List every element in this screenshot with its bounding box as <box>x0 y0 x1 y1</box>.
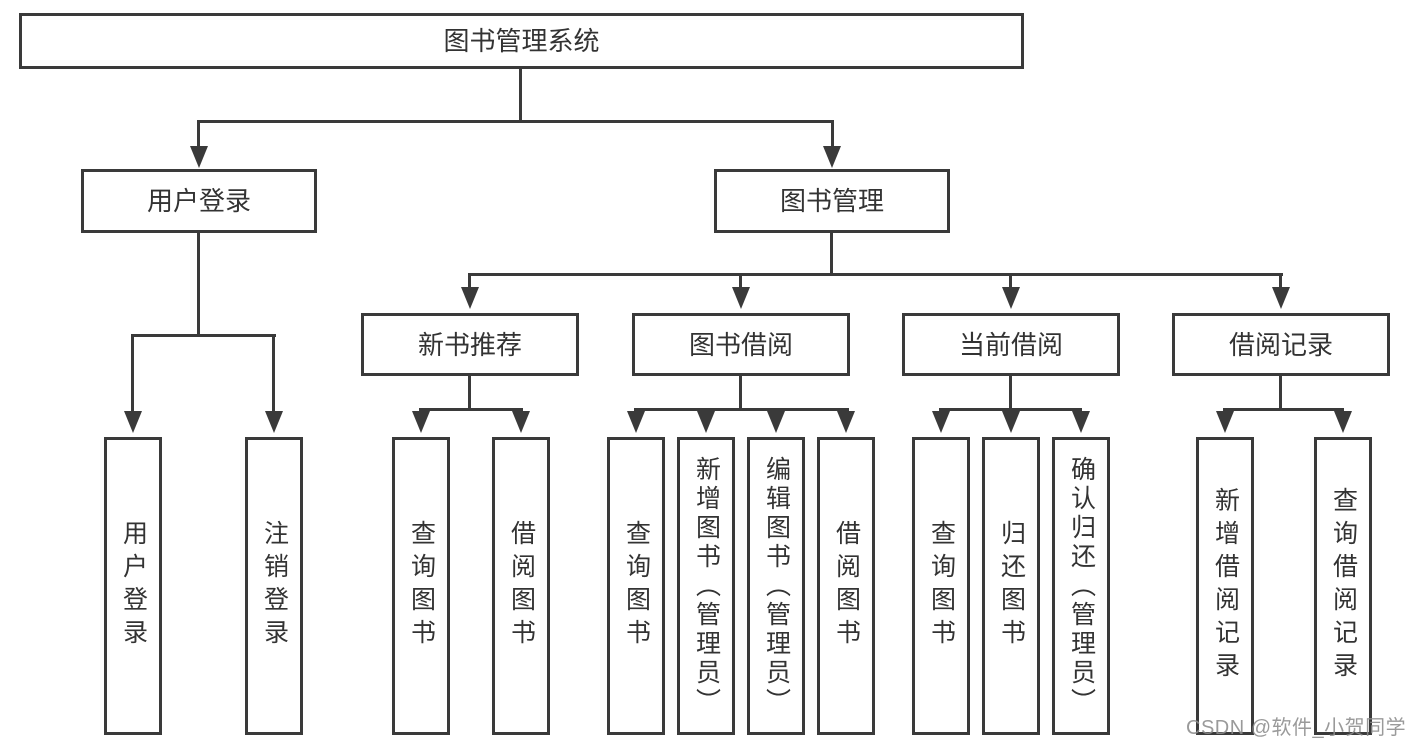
arrow-down-icon <box>265 411 283 433</box>
leaf-borrow-books-borrowing: 借阅图书 <box>817 437 875 735</box>
connector-line <box>131 334 134 413</box>
arrow-down-icon <box>1002 287 1020 309</box>
arrow-down-icon <box>732 287 750 309</box>
leaf-label: 查询图书 <box>927 520 956 652</box>
connector-line <box>468 376 471 408</box>
leaf-borrow-books-recommend: 借阅图书 <box>492 437 550 735</box>
leaf-label: 查询图书 <box>407 520 436 652</box>
arrow-down-icon <box>412 411 430 433</box>
connector-line <box>519 69 522 120</box>
arrow-down-icon <box>1272 287 1290 309</box>
node-current-borrowing: 当前借阅 <box>902 313 1120 376</box>
arrow-down-icon <box>1002 411 1020 433</box>
connector-line <box>197 233 200 334</box>
arrow-down-icon <box>124 411 142 433</box>
node-label: 用户登录 <box>146 186 251 216</box>
connector-line <box>468 273 1283 276</box>
leaf-query-borrow-record: 查询借阅记录 <box>1314 437 1372 735</box>
node-book-borrowing: 图书借阅 <box>632 313 850 376</box>
connector-line <box>1223 408 1344 411</box>
node-label: 借阅记录 <box>1228 329 1333 360</box>
arrow-down-icon <box>697 411 715 433</box>
node-label: 新书推荐 <box>417 329 522 360</box>
leaf-confirm-return-admin: 确认归还（管理员） <box>1052 437 1110 735</box>
leaf-label: 注销登录 <box>260 520 289 652</box>
connector-line <box>131 334 276 337</box>
arrow-down-icon <box>1072 411 1090 433</box>
connector-line <box>197 120 200 148</box>
csdn-watermark: CSDN @软件_小贺同学 <box>1186 717 1405 739</box>
arrow-down-icon <box>823 146 841 168</box>
leaf-add-borrow-record: 新增借阅记录 <box>1196 437 1254 735</box>
leaf-label: 查询图书 <box>622 520 651 652</box>
connector-line <box>739 273 742 288</box>
arrow-down-icon <box>461 287 479 309</box>
leaf-label: 新增借阅记录 <box>1211 487 1240 685</box>
leaf-edit-book-admin: 编辑图书（管理员） <box>747 437 805 735</box>
arrow-down-icon <box>512 411 530 433</box>
leaf-query-books-current: 查询图书 <box>912 437 970 735</box>
node-user-login: 用户登录 <box>81 169 317 233</box>
arrow-down-icon <box>1334 411 1352 433</box>
leaf-label: 编辑图书（管理员） <box>762 455 791 717</box>
arrow-down-icon <box>627 411 645 433</box>
arrow-down-icon <box>190 146 208 168</box>
node-library-management-system: 图书管理系统 <box>19 13 1024 69</box>
leaf-label: 借阅图书 <box>507 520 536 652</box>
leaf-logout: 注销登录 <box>245 437 303 735</box>
connector-line <box>830 233 833 273</box>
node-new-book-recommendation: 新书推荐 <box>361 313 579 376</box>
connector-line <box>634 408 849 411</box>
node-book-management: 图书管理 <box>714 169 950 233</box>
leaf-return-books: 归还图书 <box>982 437 1040 735</box>
node-label: 图书借阅 <box>688 329 793 360</box>
connector-line <box>831 120 834 148</box>
arrow-down-icon <box>932 411 950 433</box>
connector-line <box>1009 376 1012 408</box>
leaf-user-login: 用户登录 <box>104 437 162 735</box>
node-borrowing-records: 借阅记录 <box>1172 313 1390 376</box>
node-label: 图书管理 <box>779 186 884 216</box>
leaf-label: 新增图书（管理员） <box>692 455 721 717</box>
node-label: 图书管理系统 <box>443 26 600 56</box>
connector-line <box>1009 273 1012 288</box>
connector-line <box>468 273 471 288</box>
leaf-query-books-recommend: 查询图书 <box>392 437 450 735</box>
connector-line <box>272 334 275 413</box>
connector-line <box>739 376 742 408</box>
leaf-label: 用户登录 <box>119 520 148 652</box>
leaf-query-books-borrowing: 查询图书 <box>607 437 665 735</box>
connector-line <box>1279 273 1282 288</box>
leaf-label: 查询借阅记录 <box>1329 487 1358 685</box>
arrow-down-icon <box>1216 411 1234 433</box>
arrow-down-icon <box>837 411 855 433</box>
connector-line <box>1279 376 1282 408</box>
node-label: 当前借阅 <box>958 329 1063 360</box>
leaf-label: 确认归还（管理员） <box>1067 455 1096 717</box>
connector-line <box>419 408 523 411</box>
leaf-add-book-admin: 新增图书（管理员） <box>677 437 735 735</box>
leaf-label: 借阅图书 <box>832 520 861 652</box>
connector-line <box>197 120 834 123</box>
leaf-label: 归还图书 <box>997 520 1026 652</box>
arrow-down-icon <box>767 411 785 433</box>
